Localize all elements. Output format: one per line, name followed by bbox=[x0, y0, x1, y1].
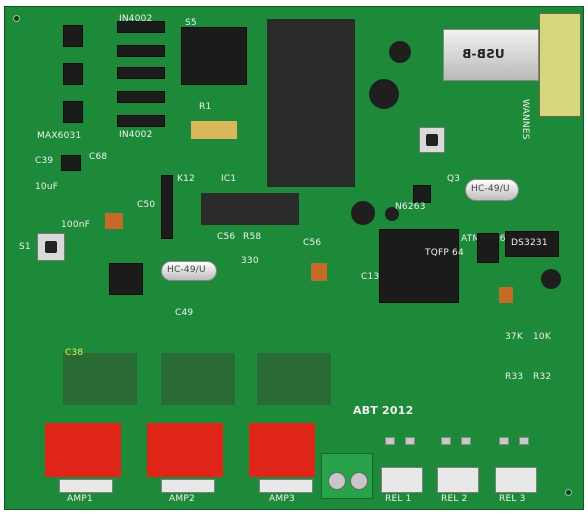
box-header bbox=[539, 13, 581, 117]
electrolytic-capacitor bbox=[541, 269, 561, 289]
smd-pad bbox=[405, 437, 415, 445]
electrolytic-capacitor bbox=[351, 201, 375, 225]
rtc-chip bbox=[505, 231, 559, 257]
diode bbox=[117, 45, 165, 57]
component-cluster bbox=[161, 353, 235, 405]
ssr-rel2 bbox=[437, 467, 479, 493]
smd-pad bbox=[385, 437, 395, 445]
mount-hole bbox=[565, 489, 572, 496]
label-c13: C13 bbox=[361, 272, 380, 282]
label-amp1: AMP1 bbox=[67, 494, 93, 504]
voltage-regulator bbox=[181, 27, 247, 85]
label-rel1: REL 1 bbox=[385, 494, 412, 504]
label-c39: C39 bbox=[35, 156, 54, 166]
label-37k: 37K bbox=[505, 332, 523, 342]
relay-terminal bbox=[59, 479, 113, 493]
label-c56b: C56 bbox=[303, 238, 322, 248]
label-c68: C68 bbox=[89, 152, 108, 162]
transistor-small bbox=[385, 207, 399, 221]
ssr-rel3 bbox=[495, 467, 537, 493]
diode bbox=[117, 115, 165, 127]
label-r1: R1 bbox=[199, 102, 212, 112]
smd-chip-orange bbox=[311, 263, 327, 281]
label-r58: R58 bbox=[243, 232, 262, 242]
label-crystal2: HC-49/U bbox=[471, 184, 510, 194]
relay-amp1 bbox=[45, 423, 121, 477]
heatsink bbox=[267, 19, 355, 187]
resistor-r1 bbox=[191, 121, 237, 139]
electrolytic-capacitor bbox=[369, 79, 399, 109]
terminal-block bbox=[321, 453, 373, 499]
label-r33: R33 bbox=[505, 372, 524, 382]
label-c10uf: 10uF bbox=[35, 182, 59, 192]
label-c49: C49 bbox=[175, 308, 194, 318]
ic1-package bbox=[201, 193, 299, 225]
diode bbox=[117, 91, 165, 103]
relay-terminal bbox=[259, 479, 313, 493]
label-s1: S1 bbox=[19, 242, 31, 252]
label-ic1: IC1 bbox=[221, 174, 237, 184]
label-q3: Q3 bbox=[447, 174, 461, 184]
smd-chip bbox=[413, 185, 431, 203]
smd-pad bbox=[441, 437, 451, 445]
crystal-oscillator bbox=[161, 261, 217, 281]
smd-pad bbox=[461, 437, 471, 445]
label-crystal1: HC-49/U bbox=[167, 265, 206, 275]
smd-chip bbox=[63, 63, 83, 85]
label-k12: K12 bbox=[177, 174, 195, 184]
label-330: 330 bbox=[241, 256, 259, 266]
label-abt: ABT 2012 bbox=[353, 404, 414, 417]
diode bbox=[117, 21, 165, 33]
relay-amp2 bbox=[147, 423, 223, 477]
label-wannes: WANNES bbox=[520, 99, 530, 140]
crystal-oscillator bbox=[465, 179, 519, 201]
pcb-board: MAX6031 IN4002 IN4002 S5 R1 IC1 K12 C39 … bbox=[4, 6, 584, 510]
relay-terminal bbox=[161, 479, 215, 493]
smd-pad bbox=[499, 437, 509, 445]
label-in4002-top: IN4002 bbox=[119, 14, 153, 24]
diode bbox=[117, 67, 165, 79]
label-rel2: REL 2 bbox=[441, 494, 468, 504]
component-cluster bbox=[257, 353, 331, 405]
pin-header bbox=[477, 233, 499, 263]
usb-connector: USB-B bbox=[443, 29, 539, 81]
label-c38: C38 bbox=[65, 348, 84, 358]
pushbutton-s1 bbox=[37, 233, 65, 261]
ssr-rel1 bbox=[381, 467, 423, 493]
smd-ic bbox=[61, 155, 81, 171]
mount-hole bbox=[13, 15, 20, 22]
label-max6031: MAX6031 bbox=[37, 131, 82, 141]
label-rel3: REL 3 bbox=[499, 494, 526, 504]
label-n6263: N6263 bbox=[395, 202, 426, 212]
label-amp3: AMP3 bbox=[269, 494, 295, 504]
label-tqfp64: TQFP 64 bbox=[425, 248, 464, 258]
label-c100nf: 100nF bbox=[61, 220, 91, 230]
smd-chip bbox=[63, 101, 83, 123]
smd-pad bbox=[519, 437, 529, 445]
label-r32: R32 bbox=[533, 372, 552, 382]
label-amp2: AMP2 bbox=[169, 494, 195, 504]
relay-amp3 bbox=[249, 423, 315, 477]
component-cluster bbox=[63, 353, 137, 405]
label-ds3231: DS3231 bbox=[511, 238, 548, 248]
label-c56: C56 bbox=[217, 232, 236, 242]
smd-chip-orange bbox=[499, 287, 513, 303]
smd-chip-orange bbox=[105, 213, 123, 229]
transistor-to92 bbox=[389, 41, 411, 63]
label-usb: USB-B bbox=[462, 47, 505, 61]
label-10k: 10K bbox=[533, 332, 551, 342]
regulator bbox=[109, 263, 143, 295]
label-c50: C50 bbox=[137, 200, 156, 210]
label-s5: S5 bbox=[185, 18, 197, 28]
pin-header-k12 bbox=[161, 175, 173, 239]
mcu-atmega bbox=[379, 229, 459, 303]
pushbutton bbox=[419, 127, 445, 153]
label-in4002-bottom: IN4002 bbox=[119, 130, 153, 140]
smd-chip bbox=[63, 25, 83, 47]
